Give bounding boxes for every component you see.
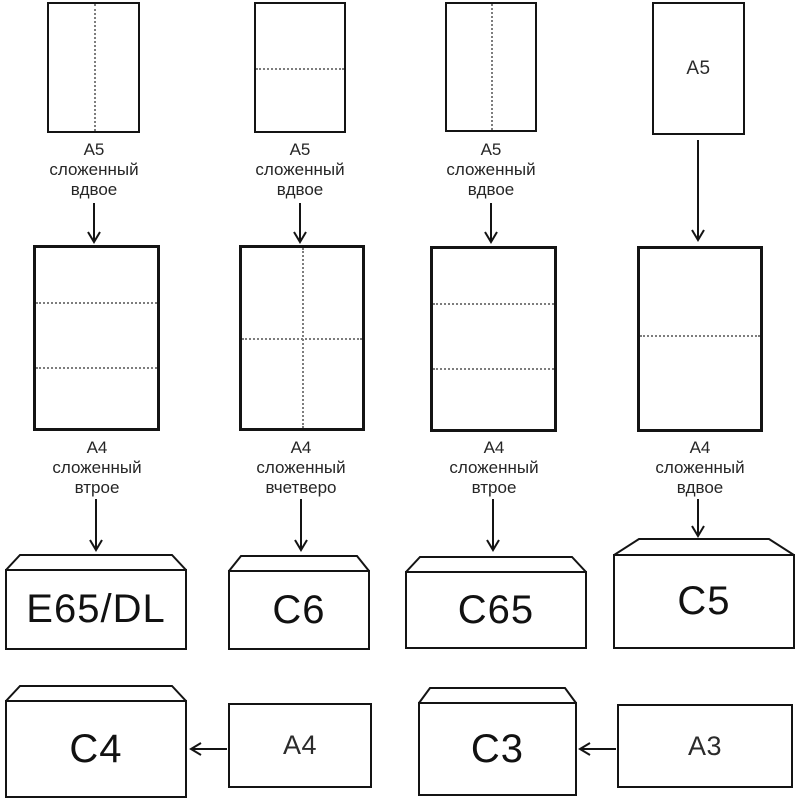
sheet-a4-fold-half bbox=[637, 246, 763, 432]
caption-line: вдвое bbox=[467, 180, 515, 199]
envelope-c4-highlighted: C4 bbox=[5, 685, 187, 798]
caption-line: вдвое bbox=[70, 180, 118, 199]
caption-line: сложенный bbox=[255, 160, 345, 179]
arrow-down-icon bbox=[293, 203, 307, 244]
envelope-body bbox=[613, 554, 795, 649]
envelope-label-c5: C5 bbox=[677, 579, 731, 623]
fold-line-horizontal bbox=[256, 67, 344, 70]
caption-line: A5 bbox=[83, 140, 105, 159]
arrow-down-icon bbox=[486, 499, 500, 552]
sheet-a4-landscape: A4 bbox=[228, 703, 372, 788]
sheet-a4-label: A4 bbox=[282, 730, 318, 760]
sheet-a4-fold-thirds-1 bbox=[33, 245, 160, 431]
caption-a4-folded-thirds-1: A4 сложенный втрое bbox=[12, 438, 182, 498]
caption-line: сложенный bbox=[52, 458, 142, 477]
caption-a5-folded-half-1: A5 сложенный вдвое bbox=[9, 140, 179, 200]
sheet-a4-fold-quarters bbox=[239, 245, 365, 431]
envelope-label-c3: C3 bbox=[470, 726, 525, 771]
caption-a4-folded-half: A4 сложенный вдвое bbox=[615, 438, 785, 498]
caption-line: A5 bbox=[480, 140, 502, 159]
envelope-shape bbox=[5, 685, 187, 798]
envelope-flap bbox=[418, 687, 577, 704]
envelope-shape bbox=[418, 687, 577, 796]
envelope-body bbox=[5, 700, 187, 798]
envelope-shape bbox=[228, 555, 370, 650]
caption-line: A4 bbox=[86, 438, 108, 457]
caption-line: A4 bbox=[689, 438, 711, 457]
envelope-c5: C5 bbox=[613, 538, 795, 649]
sheet-a4-fold-thirds-2 bbox=[430, 246, 557, 432]
arrow-left-icon bbox=[578, 742, 616, 756]
arrow-down-icon bbox=[87, 203, 101, 244]
envelope-label-c65: C65 bbox=[457, 587, 535, 632]
arrow-down-icon bbox=[294, 499, 308, 552]
fold-line-vertical bbox=[491, 4, 493, 130]
caption-line: сложенный bbox=[655, 458, 745, 477]
envelope-shape bbox=[613, 538, 795, 649]
envelope-shape bbox=[5, 554, 187, 650]
fold-line-vertical bbox=[93, 4, 96, 131]
envelope-flap bbox=[228, 555, 370, 572]
envelope-e65dl: E65/DL bbox=[5, 554, 187, 650]
envelope-c6: C6 bbox=[228, 555, 370, 650]
caption-line: сложенный bbox=[446, 160, 536, 179]
envelope-body bbox=[5, 569, 187, 650]
fold-line-vertical bbox=[302, 248, 304, 428]
arrow-down-icon bbox=[691, 499, 705, 538]
caption-line: A5 bbox=[289, 140, 311, 159]
sheet-a3-label: A3 bbox=[687, 730, 723, 761]
arrow-down-icon bbox=[89, 499, 103, 552]
fold-line-horizontal bbox=[640, 335, 760, 338]
arrow-down-icon bbox=[484, 203, 498, 244]
envelope-body bbox=[405, 571, 587, 649]
caption-line: сложенный bbox=[49, 160, 139, 179]
caption-a4-folded-quarters: A4 сложенный вчетверо bbox=[216, 438, 386, 498]
envelope-label-e65dl: E65/DL bbox=[26, 587, 166, 631]
envelope-body bbox=[228, 570, 370, 650]
sheet-a5-label: A5 bbox=[686, 57, 711, 79]
arrow-down-icon bbox=[691, 140, 705, 242]
sheet-a5-fold-horizontal bbox=[254, 2, 346, 133]
caption-line: A4 bbox=[290, 438, 312, 457]
envelope-body bbox=[418, 702, 577, 796]
caption-line: вдвое bbox=[676, 478, 724, 497]
caption-a5-folded-half-2: A5 сложенный вдвое bbox=[215, 140, 385, 200]
envelope-flap bbox=[5, 685, 187, 702]
envelope-label-c4: C4 bbox=[69, 726, 123, 771]
envelope-c3: C3 bbox=[418, 687, 577, 796]
arrow-left-icon bbox=[189, 742, 227, 756]
caption-a5-folded-half-3: A5 сложенный вдвое bbox=[406, 140, 576, 200]
caption-a4-folded-thirds-2: A4 сложенный втрое bbox=[409, 438, 579, 498]
fold-line-horizontal bbox=[36, 302, 157, 304]
fold-line-horizontal bbox=[433, 367, 554, 370]
caption-line: втрое bbox=[471, 478, 517, 497]
envelope-label-c6: C6 bbox=[272, 587, 326, 632]
envelope-flap bbox=[5, 554, 187, 571]
caption-line: втрое bbox=[74, 478, 120, 497]
fold-line-horizontal bbox=[36, 366, 157, 369]
envelope-c65: C65 bbox=[405, 556, 587, 649]
envelope-flap bbox=[613, 538, 795, 556]
envelope-flap bbox=[405, 556, 587, 573]
caption-line: вдвое bbox=[276, 180, 324, 199]
sheet-a5-fold-vertical-1 bbox=[47, 2, 140, 133]
caption-line: сложенный bbox=[256, 458, 346, 477]
fold-line-horizontal bbox=[433, 303, 554, 305]
sheet-a5-fold-vertical-2 bbox=[445, 2, 537, 132]
sheet-a3-landscape: A3 bbox=[617, 704, 793, 788]
caption-line: вчетверо bbox=[265, 478, 337, 497]
sheet-a5-plain: A5 bbox=[652, 2, 745, 135]
envelope-shape bbox=[405, 556, 587, 649]
caption-line: сложенный bbox=[449, 458, 539, 477]
caption-line: A4 bbox=[483, 438, 505, 457]
